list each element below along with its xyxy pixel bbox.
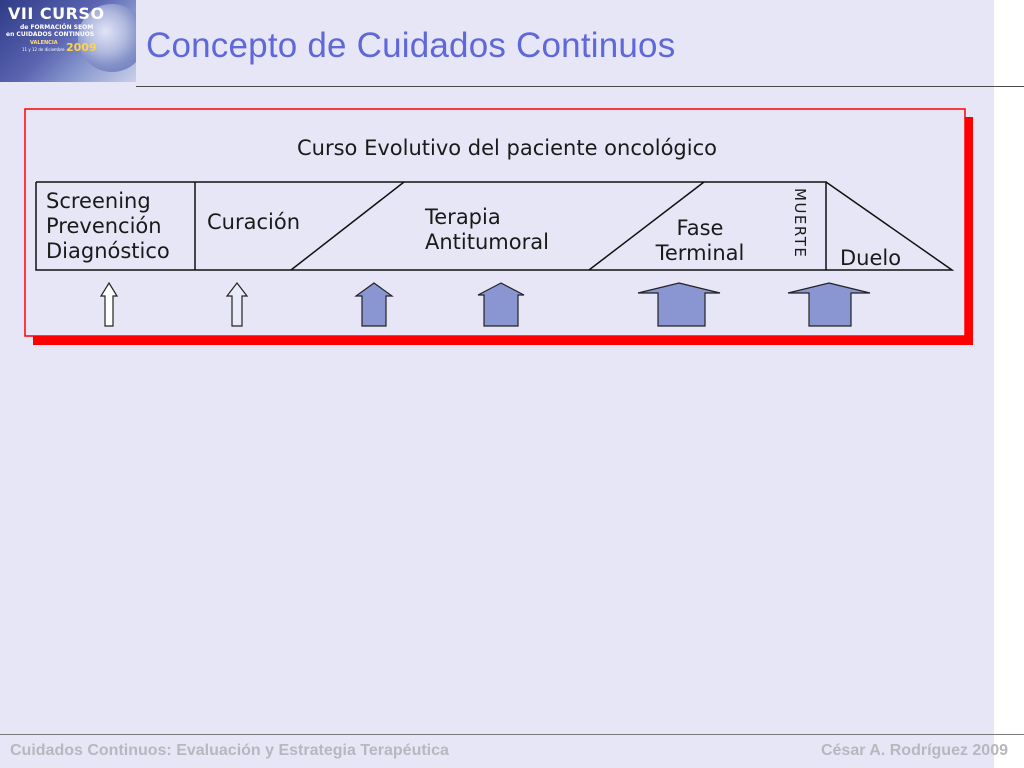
footer-author: César A. Rodríguez 2009: [820, 742, 1008, 759]
arrow-up-2: [225, 282, 249, 327]
phase-duelo: Duelo: [840, 246, 901, 270]
phase-fase: Fase: [677, 216, 724, 240]
duelo-triangle: [825, 181, 955, 271]
arrow-up-4: [477, 282, 525, 327]
title-divider: [136, 86, 1024, 87]
arrow-up-1: [99, 281, 119, 327]
logo-line-1: VII CURSO: [8, 4, 105, 23]
arrow-up-6: [787, 282, 871, 327]
curacion-slope: [290, 181, 405, 271]
phase-prevencion: Prevención: [46, 214, 162, 238]
logo-disc-graphic: [78, 4, 136, 72]
logo-year: 2009: [66, 41, 97, 54]
phase-band: [35, 181, 955, 271]
phase-antitumoral: Antitumoral: [425, 230, 549, 254]
phase-terminal: Terminal: [655, 241, 745, 265]
phase-muerte: MUERTE: [791, 188, 809, 258]
logo-dates: 11 y 12 de diciembre: [22, 47, 65, 52]
phase-curacion: Curación: [207, 210, 300, 234]
phase-diagnostico: Diagnóstico: [46, 239, 170, 263]
logo-line-3: en CUIDADOS CONTINUOS: [6, 31, 95, 38]
phase-terapia: Terapia: [424, 205, 501, 229]
arrow-up-5: [637, 282, 721, 327]
diagram-heading: Curso Evolutivo del paciente oncológico: [297, 136, 717, 160]
footer-divider: [0, 734, 1024, 735]
logo-line-2: de FORMACIÓN SEOM: [20, 24, 94, 31]
evolution-diagram: Curso Evolutivo del paciente oncológico …: [24, 108, 973, 345]
logo-line-4: VALENCIA: [30, 40, 58, 46]
course-logo: VII CURSO de FORMACIÓN SEOM en CUIDADOS …: [0, 0, 136, 82]
slide-title: Concepto de Cuidados Continuos: [146, 26, 676, 65]
terminal-slope: [588, 181, 705, 271]
phase-screening: Screening: [46, 189, 151, 213]
footer-course-title: Cuidados Continuos: Evaluación y Estrate…: [10, 742, 449, 759]
arrow-up-3: [354, 282, 394, 327]
